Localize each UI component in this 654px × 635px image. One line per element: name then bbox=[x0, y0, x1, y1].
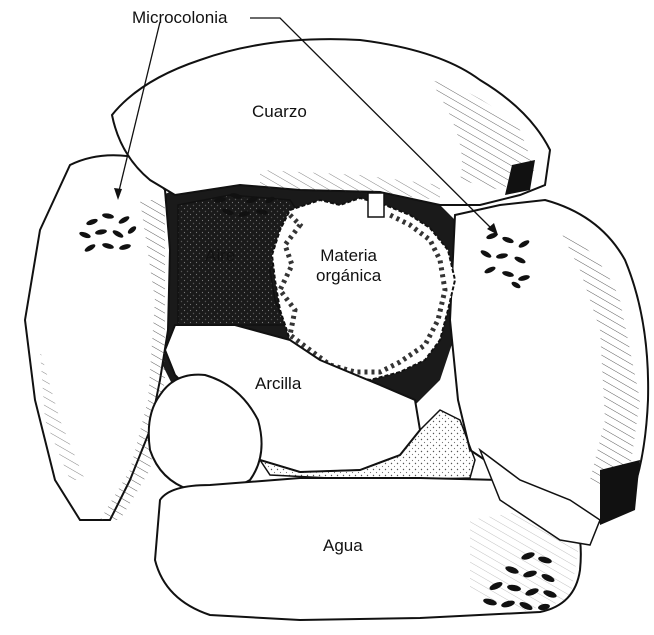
label-agua: Agua bbox=[323, 536, 363, 556]
label-arcilla: Arcilla bbox=[255, 374, 301, 394]
label-materia-organica: Materia orgánica bbox=[316, 246, 381, 285]
label-aire: Aire bbox=[205, 246, 235, 266]
label-microcolonia: Microcolonia bbox=[132, 8, 227, 28]
label-materia-line1: Materia bbox=[316, 246, 381, 266]
label-materia-line2: orgánica bbox=[316, 266, 381, 286]
label-cuarzo: Cuarzo bbox=[252, 102, 307, 122]
